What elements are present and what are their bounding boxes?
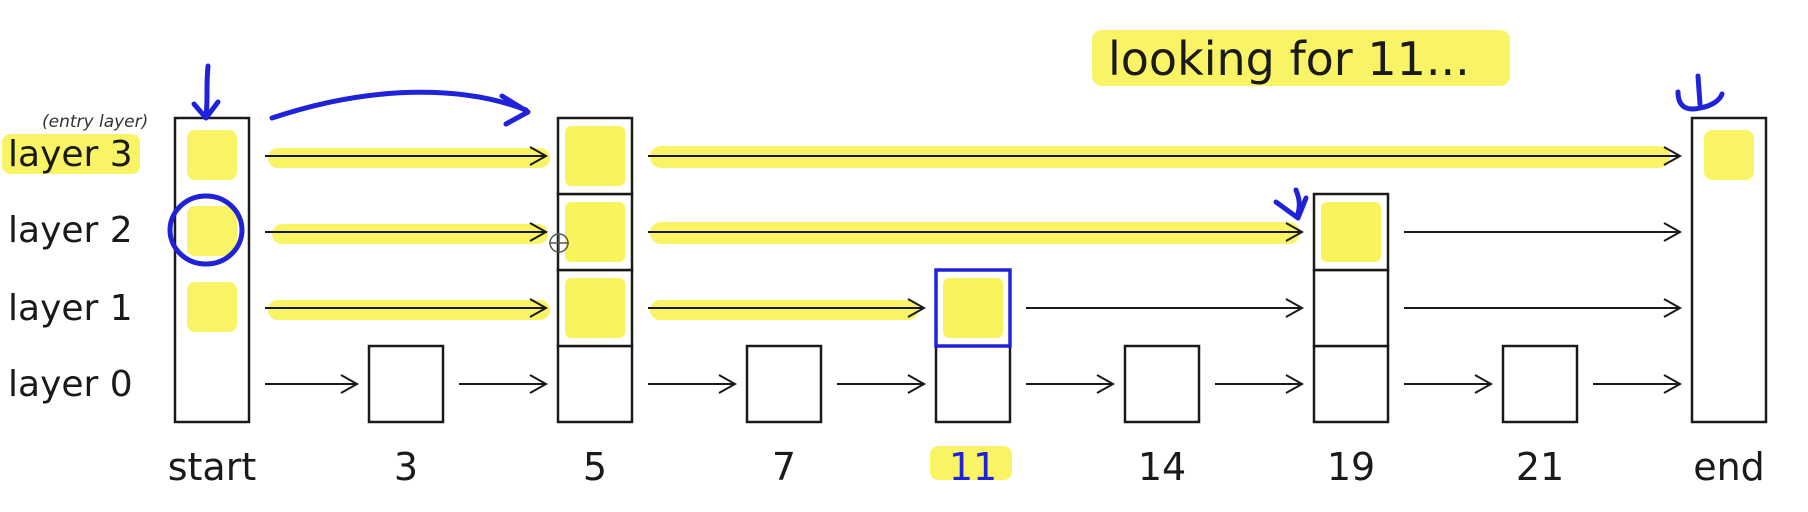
cell-14-l0 (1123, 344, 1201, 424)
node-tower-19: 19 (1312, 192, 1390, 489)
cell-highlight-5-l2 (565, 202, 625, 262)
cell-highlight-19-l2 (1321, 202, 1381, 262)
arrow-l0-5-to-7 (648, 374, 738, 394)
arrow-l2-start-to-5 (265, 222, 549, 242)
node-tower-11: 11 (934, 268, 1012, 489)
cell-19-l0 (1312, 344, 1390, 424)
layer-2-circle (167, 193, 245, 267)
node-label-end: end (1693, 445, 1765, 489)
node-tower-5: 5 (556, 116, 634, 489)
title-highlight (1092, 30, 1510, 86)
node-label-21: 21 (1516, 445, 1564, 489)
layer-label-3: layer 3 (8, 134, 133, 175)
cell-11-l0 (934, 344, 1012, 424)
layer-labels: layer 3 layer 2 layer 1 layer 0 (8, 134, 133, 405)
layer-label-1: layer 1 (8, 288, 133, 329)
node-tower-14: 14 (1123, 344, 1201, 489)
arrow-l1-19-to-end (1404, 298, 1683, 318)
node-label-7: 7 (772, 445, 796, 489)
arrow-l1-5-to-11 (648, 298, 927, 318)
node-tower-21: 21 (1501, 344, 1579, 489)
blue-annotations (167, 63, 1725, 267)
cell-7-l0 (745, 344, 823, 424)
node-label-start: start (168, 445, 257, 489)
node-label-3: 3 (394, 445, 418, 489)
arrow-l0-start-to-3 (265, 374, 360, 394)
cell-19-l1 (1312, 268, 1390, 348)
cell-highlight-start-l2 (187, 206, 237, 256)
cell-highlight-end-l3 (1704, 130, 1754, 180)
arrow-l0-3-to-5 (459, 374, 549, 394)
node-label-11: 11 (949, 445, 997, 489)
node-label-14: 14 (1138, 445, 1186, 489)
arrow-l0-14-to-19 (1215, 374, 1305, 394)
diagram-title: looking for 11... (1108, 32, 1470, 86)
layer-3-label-highlight (2, 134, 140, 174)
cell-3-l0 (367, 344, 445, 424)
cell-highlight-11-l1 (943, 278, 1003, 338)
node-tower-3: 3 (367, 344, 445, 489)
cursor-icon (549, 233, 569, 253)
cell-highlight-5-l1 (565, 278, 625, 338)
node-label-5: 5 (583, 445, 607, 489)
cell-highlight-start-l1 (187, 282, 237, 332)
cell-highlight-5-l3 (565, 126, 625, 186)
entry-layer-note: (entry layer) (42, 112, 148, 132)
path-hl-l1-a (268, 300, 550, 320)
arrow-l2-19-to-end (1404, 222, 1683, 242)
node-towers: start 3 5 7 11 14 19 21 end (168, 116, 1768, 489)
arrow-l0-19-to-21 (1404, 374, 1494, 394)
arrow-l1-start-to-5 (265, 298, 549, 318)
arrow-l3-start-to-5 (265, 146, 549, 166)
path-hl-l2-a (272, 224, 548, 244)
cell-highlight-start-l3 (187, 130, 237, 180)
entry-down-arrow (191, 63, 221, 121)
node-tower-start: start (168, 116, 257, 489)
layer-label-0: layer 0 (8, 364, 133, 405)
node-label-19: 19 (1327, 445, 1375, 489)
arrow-l3-5-to-end (648, 146, 1683, 166)
arrow-l2-5-to-19 (648, 222, 1305, 242)
link-arrows (265, 146, 1683, 394)
arrow-l1-11-to-19 (1026, 298, 1305, 318)
jump-arrow-start-to-5 (269, 89, 531, 127)
descend-arrow-at-19 (1273, 187, 1309, 221)
cell-21-l0 (1501, 344, 1579, 424)
arrow-l0-21-to-end (1593, 374, 1683, 394)
layer-label-2: layer 2 (8, 210, 133, 251)
cell-5-l0 (556, 344, 634, 424)
node-tower-end: end (1690, 116, 1768, 489)
arrow-l0-11-to-14 (1026, 374, 1116, 394)
node-tower-7: 7 (745, 344, 823, 489)
end-check-mark (1675, 73, 1725, 112)
path-hl-l1-b (650, 300, 918, 320)
arrow-l0-7-to-11 (837, 374, 927, 394)
path-hl-l3-a (268, 148, 550, 168)
target-label-highlight (930, 446, 1012, 480)
